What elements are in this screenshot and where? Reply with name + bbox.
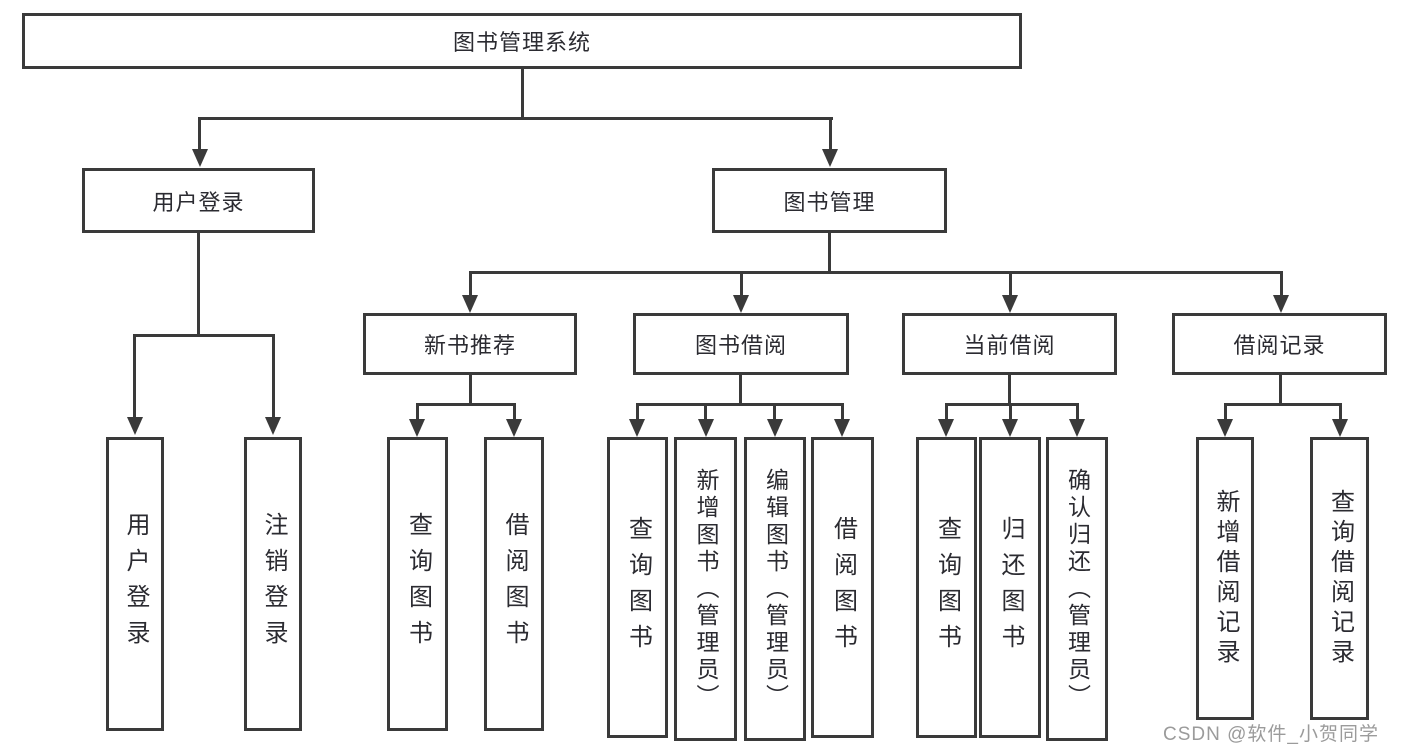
leaf-edit-books-admin: 编辑图书（管理员） <box>744 437 806 741</box>
connector-borrowing-records-crossbar <box>1224 403 1342 406</box>
arrow-down-icon <box>733 295 749 313</box>
connector-to-leaf <box>272 334 275 419</box>
connector-to-user-login <box>198 117 201 151</box>
leaf-label: 借阅图书 <box>501 512 528 656</box>
leaf-label: 借阅图书 <box>829 515 857 660</box>
node-label: 当前借阅 <box>963 333 1056 358</box>
connector-to-leaf <box>1076 403 1079 421</box>
connector-to-leaf <box>1224 403 1227 421</box>
connector-to-leaf <box>1339 403 1342 421</box>
arrow-down-icon <box>767 419 783 437</box>
leaf-query-books-recommend: 查询图书 <box>387 437 448 731</box>
connector-root-crossbar <box>198 117 833 120</box>
node-user-login: 用户登录 <box>82 168 315 233</box>
connector-current-borrowing-stem <box>1008 375 1011 406</box>
leaf-logout-login: 注销登录 <box>244 437 302 731</box>
connector-new-book-stem <box>469 375 472 406</box>
leaf-query-books-borrowing: 查询图书 <box>607 437 668 738</box>
arrow-down-icon <box>1217 419 1233 437</box>
arrow-down-icon <box>506 419 522 437</box>
leaf-label: 查询图书 <box>624 515 652 660</box>
connector-to-book-management <box>829 117 832 151</box>
connector-to-current-borrowing <box>1009 271 1012 297</box>
leaf-label: 编辑图书（管理员） <box>762 467 789 711</box>
connector-to-leaf <box>636 403 639 421</box>
node-book-borrowing: 图书借阅 <box>633 313 849 375</box>
arrow-down-icon <box>409 419 425 437</box>
csdn-watermark: CSDN @软件_小贺同学 <box>1163 724 1379 745</box>
arrow-down-icon <box>834 419 850 437</box>
connector-to-leaf <box>133 334 136 419</box>
arrow-down-icon <box>629 419 645 437</box>
connector-book-borrowing-stem <box>739 375 742 406</box>
connector-new-book-crossbar <box>416 403 516 406</box>
leaf-return-books: 归还图书 <box>979 437 1041 738</box>
arrow-down-icon <box>192 149 208 167</box>
leaf-confirm-return-admin: 确认归还（管理员） <box>1046 437 1108 741</box>
leaf-label: 归还图书 <box>997 515 1024 660</box>
connector-book-mgmt-crossbar <box>469 271 1283 274</box>
connector-to-borrowing-records <box>1280 271 1283 297</box>
leaf-label: 确认归还（管理员） <box>1064 467 1091 711</box>
node-label: 用户登录 <box>152 189 245 215</box>
leaf-label: 用户登录 <box>122 512 149 656</box>
leaf-query-books-current: 查询图书 <box>916 437 977 738</box>
connector-book-mgmt-stem <box>828 233 831 274</box>
node-borrowing-records: 借阅记录 <box>1172 313 1387 375</box>
node-new-book-recommendation: 新书推荐 <box>363 313 577 375</box>
leaf-label: 查询借阅记录 <box>1326 488 1354 669</box>
leaf-label: 新增借阅记录 <box>1212 488 1239 669</box>
connector-user-login-crossbar <box>133 334 275 337</box>
node-library-management-system: 图书管理系统 <box>22 13 1022 69</box>
arrow-down-icon <box>938 419 954 437</box>
arrow-down-icon <box>1069 419 1085 437</box>
leaf-label: 注销登录 <box>260 512 287 656</box>
connector-book-borrowing-crossbar <box>636 403 844 406</box>
connector-to-leaf <box>704 403 707 421</box>
leaf-label: 查询图书 <box>404 512 432 656</box>
connector-to-leaf <box>416 403 419 421</box>
connector-root-stem <box>521 67 524 120</box>
node-label: 图书借阅 <box>694 333 787 358</box>
leaf-add-books-admin: 新增图书（管理员） <box>674 437 737 741</box>
leaf-label: 查询图书 <box>933 515 961 660</box>
node-current-borrowing: 当前借阅 <box>902 313 1117 375</box>
leaf-query-borrow-record: 查询借阅记录 <box>1310 437 1369 720</box>
connector-to-leaf <box>1009 403 1012 421</box>
connector-to-leaf <box>945 403 948 421</box>
leaf-add-borrow-record: 新增借阅记录 <box>1196 437 1254 720</box>
node-book-management: 图书管理 <box>712 168 947 233</box>
arrow-down-icon <box>265 417 281 435</box>
leaf-borrow-books-recommend: 借阅图书 <box>484 437 544 731</box>
connector-to-book-borrowing <box>740 271 743 297</box>
arrow-down-icon <box>698 419 714 437</box>
connector-to-leaf <box>513 403 516 421</box>
leaf-borrow-books-borrowing: 借阅图书 <box>811 437 874 738</box>
arrow-down-icon <box>1002 295 1018 313</box>
arrow-down-icon <box>462 295 478 313</box>
connector-to-leaf <box>773 403 776 421</box>
arrow-down-icon <box>1273 295 1289 313</box>
leaf-label: 新增图书（管理员） <box>693 467 719 711</box>
node-label: 图书管理 <box>783 189 876 215</box>
connector-current-borrowing-crossbar <box>945 403 1079 406</box>
arrow-down-icon <box>127 417 143 435</box>
connector-to-new-book <box>469 271 472 297</box>
node-label: 图书管理系统 <box>452 30 591 55</box>
connector-to-leaf <box>841 403 844 421</box>
connector-user-login-stem <box>197 233 200 337</box>
arrow-down-icon <box>1332 419 1348 437</box>
node-label: 借阅记录 <box>1233 333 1326 358</box>
arrow-down-icon <box>822 149 838 167</box>
connector-borrowing-records-stem <box>1279 375 1282 406</box>
arrow-down-icon <box>1002 419 1018 437</box>
leaf-user-login: 用户登录 <box>106 437 164 731</box>
node-label: 新书推荐 <box>423 333 516 358</box>
